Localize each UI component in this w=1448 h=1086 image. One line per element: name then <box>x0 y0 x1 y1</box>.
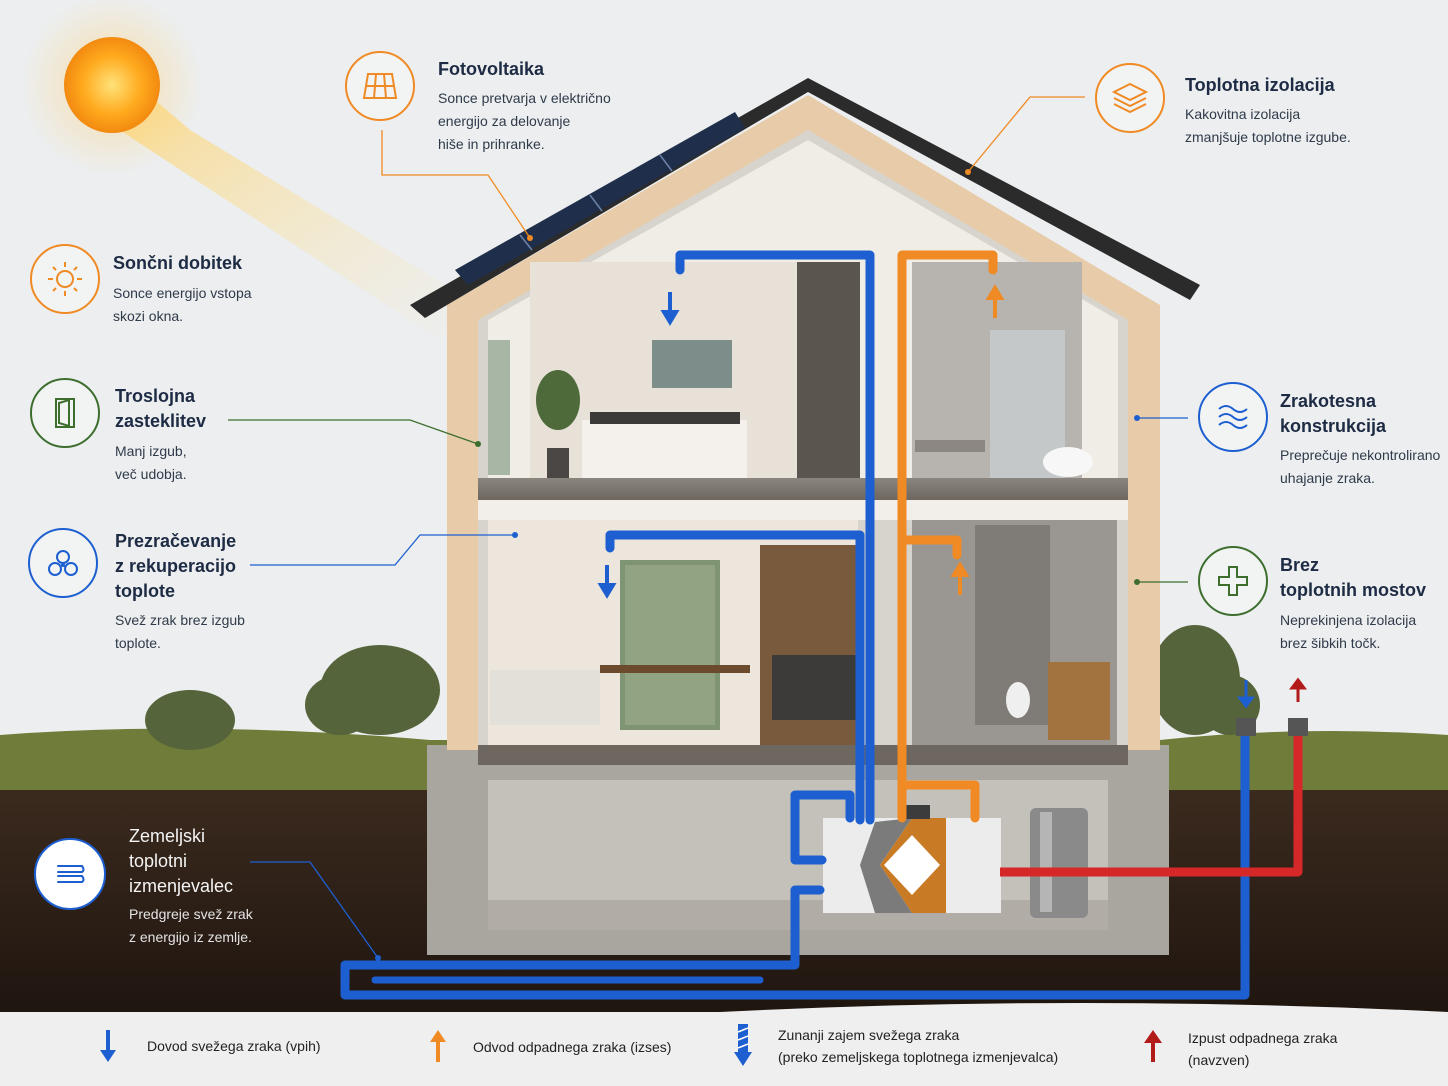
red-exhaust-duct <box>1000 730 1303 877</box>
solar-panels <box>455 112 745 285</box>
floor-slab-upper <box>478 478 1128 500</box>
sun-icon <box>64 37 160 133</box>
blue-intake-arrow-icon <box>734 1024 752 1066</box>
blue-duct-basement <box>790 790 855 865</box>
photovoltaics-desc: Sonce pretvarja v električno energijo za… <box>438 90 611 152</box>
leader-ground <box>250 861 379 959</box>
leader-photovoltaics <box>381 130 531 239</box>
legend-label-exhaust: Odvod odpadnega zraka (izses) <box>473 1039 672 1055</box>
airtight-desc: Preprečuje nekontrolirano uhajanje zraka… <box>1280 447 1441 486</box>
solar-panel-icon <box>345 51 415 121</box>
sun-outline-icon <box>30 244 100 314</box>
airtight-title: Zrakotesna konstrukcija <box>1280 391 1387 436</box>
floor-slab-ground <box>478 745 1128 765</box>
photovoltaics-title: Fotovoltaika <box>438 59 545 79</box>
legend-label-outside-exhaust: Izpust odpadnega zraka (navzven) <box>1188 1030 1338 1068</box>
fan-icon <box>28 528 98 598</box>
plus-icon <box>1198 546 1268 616</box>
blue-arrow-down-icon <box>100 1030 116 1062</box>
triple-glazing-desc: Manj izgub, več udobja. <box>115 443 187 482</box>
leader-glazing <box>228 419 479 445</box>
window-icon <box>30 378 100 448</box>
red-arrow-up-icon <box>1144 1030 1162 1062</box>
no-bridges-title: Brez toplotnih mostov <box>1280 555 1426 600</box>
legend-label-intake: Zunanji zajem svežega zraka (preko zemel… <box>778 1027 1059 1065</box>
ventilation-desc: Svež zrak brez izgub toplote. <box>115 612 245 651</box>
leader-insulation <box>967 96 1085 173</box>
no-bridges-desc: Neprekinjena izolacija brez šibkih točk. <box>1280 612 1417 651</box>
ventilation-title: Prezračevanje z rekuperacijo toplote <box>115 531 237 601</box>
ground-exchanger-title: Zemeljski toplotni izmenjevalec <box>129 826 234 896</box>
insulation-title: Toplotna izolacija <box>1185 75 1335 95</box>
flow-arrows <box>597 284 1307 709</box>
insulation-desc: Kakovitna izolacija zmanjšuje toplotne i… <box>1185 106 1351 145</box>
water-tank <box>1030 808 1088 918</box>
triple-glazing-title: Troslojna zasteklitev <box>115 386 207 431</box>
shrub-left <box>145 645 440 750</box>
layers-icon <box>1095 63 1165 133</box>
orange-duct-basement <box>897 780 980 823</box>
orange-duct-ground <box>897 535 962 560</box>
sun-beam <box>90 70 470 340</box>
airflow-icon <box>1198 382 1268 452</box>
blue-duct-ground <box>605 530 865 825</box>
legend-label-fresh-air: Dovod svežega zraka (vpih) <box>147 1038 321 1054</box>
ground-exchanger-desc: Predgreje svež zrak z energijo iz zemlje… <box>129 906 253 945</box>
window-upper <box>488 340 510 475</box>
solar-gain-title: Sončni dobitek <box>113 253 243 273</box>
exchanger-icon <box>34 838 106 910</box>
solar-gain-desc: Sonce energijo vstopa skozi okna. <box>113 285 252 324</box>
orange-arrow-up-icon <box>430 1030 446 1062</box>
leader-ventilation <box>250 534 515 566</box>
blue-duct-main <box>675 250 875 825</box>
blue-duct-earth <box>340 725 1250 1000</box>
